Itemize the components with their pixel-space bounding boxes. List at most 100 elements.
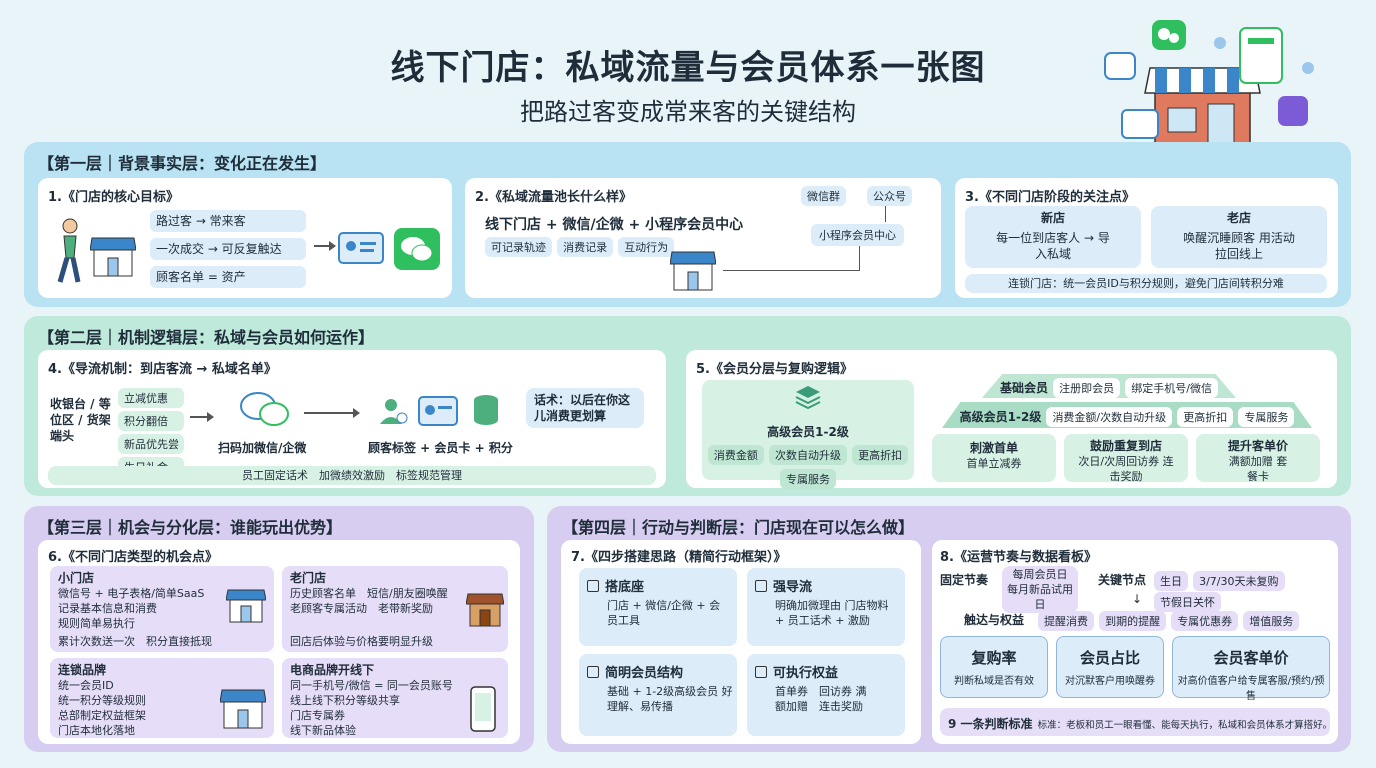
pool-tag: 互动行为	[618, 237, 675, 257]
premium-tag: 专属服务	[780, 469, 836, 489]
strategy-col: 刺激首单 首单立减券	[932, 434, 1056, 482]
reach-tag: 提醒消费	[1038, 611, 1094, 631]
old-store-type-box: 老门店 历史顾客名单 短信/朋友圈唤醒 老顾客专属活动 老带新奖励 回店后体验与…	[282, 566, 508, 652]
rhythm-label: 固定节奏	[940, 573, 989, 587]
pool-main-text: 线下门店 + 微信/企微 + 小程序会员中心	[485, 217, 744, 233]
small-store-title: 小门店	[58, 571, 95, 585]
step-box: 搭底座 门店 + 微信/企微 + 会员工具	[579, 568, 737, 646]
arrow-icon	[314, 241, 336, 251]
card-store-types: 6.《不同门店类型的机会点》 小门店 微信号 + 电子表格/简单SaaS 记录基…	[38, 540, 520, 744]
old-shop-icon	[465, 592, 505, 632]
step-title: 强导流	[773, 580, 813, 595]
scan-text: 扫码加微信/企微	[218, 441, 307, 455]
ecom-brand-title: 电商品牌开线下	[290, 663, 375, 677]
card-private-pool: 2.《私域流量池长什么样》 线下门店 + 微信/企微 + 小程序会员中心 可记录…	[465, 178, 941, 298]
key-node-tag: 生日	[1154, 571, 1188, 591]
small-store-lines: 微信号 + 电子表格/简单SaaS 记录基本信息和消费 规则简单易执行	[58, 586, 208, 631]
wechat-icon	[394, 228, 440, 274]
kpi-box: 复购率 判断私域是否有效	[940, 636, 1048, 698]
chain-brand-line: 总部制定权益框架	[58, 709, 146, 722]
strategy-text: 满额加赠 套餐卡	[1228, 455, 1288, 483]
strategy-title: 刺激首单	[969, 441, 1018, 455]
old-store-type-foot: 回店后体验与价格要明显升级	[290, 635, 433, 648]
premium-tag: 更高折扣	[852, 445, 909, 465]
step-title: 可执行权益	[773, 666, 839, 681]
chat-bubbles-icon	[238, 390, 292, 434]
old-store-type-title: 老门店	[290, 571, 327, 585]
incentive-tag: 积分翻倍	[118, 411, 184, 431]
connector-line	[885, 206, 886, 222]
ecom-brand-box: 电商品牌开线下 同一手机号/微信 = 同一会员账号 线上线下积分等级共享 门店专…	[282, 658, 508, 738]
database-icon	[472, 394, 500, 430]
chain-brand-box: 连锁品牌 统一会员ID 统一积分等级规则 总部制定权益框架 门店本地化落地	[50, 658, 274, 738]
incentive-tag: 立减优惠	[118, 388, 184, 408]
rhythm-tags: 每周会员日 每月新品试用日	[1002, 566, 1078, 613]
kpi-title: 会员占比	[1079, 649, 1140, 667]
base-tier: 基础会员 注册即会员 绑定手机号/微信	[982, 374, 1236, 398]
pool-right-tag: 小程序会员中心	[811, 224, 904, 246]
pool-tag: 可记录轨迹	[485, 237, 552, 257]
card-ops-dashboard: 8.《运营节奏与数据看板》 固定节奏 每周会员日 每月新品试用日 关键节点 生日…	[932, 540, 1338, 744]
card7-title: 7.《四步搭建思路（精简行动框架）》	[571, 550, 787, 565]
ecom-brand-line: 门店专属券	[290, 709, 345, 722]
step-box: 可执行权益 首单券 回访券 满额加赠 连击奖励	[747, 654, 905, 736]
touchpoint-text: 收银台 / 等位区 / 货架端头	[50, 397, 111, 443]
ecom-brand-line: 同一手机号/微信 = 同一会员账号	[290, 679, 453, 692]
goal-item: 一次成交 → 可反复触达	[150, 238, 306, 260]
small-store-foot: 累计次数送一次 积分直接抵现	[58, 635, 212, 648]
reach-tags: 提醒消费 到期的提醒 专属优惠券 增值服务	[1038, 610, 1300, 631]
card6-title: 6.《不同门店类型的机会点》	[48, 550, 218, 565]
kpi-box: 会员客单价 对高价值客户给专属客服/预约/预售	[1172, 636, 1330, 702]
premium-title: 高级会员1-2级	[767, 425, 849, 439]
incentive-tags: 立减优惠 积分翻倍 新品优先尝 生日礼金	[118, 388, 184, 477]
rhythm-tag: 每周会员日	[1012, 568, 1068, 581]
step-box: 简明会员结构 基础 + 1-2级高级会员 好理解、易传播	[579, 654, 737, 736]
strategy-title: 鼓励重复到店	[1089, 439, 1162, 453]
step-title: 搭底座	[605, 580, 645, 595]
strategy-col: 提升客单价 满额加赠 套餐卡	[1196, 434, 1320, 483]
old-store-text: 唤醒沉睡顾客 用活动拉回线上	[1183, 231, 1295, 261]
checkbox-icon	[755, 580, 767, 592]
layer2-title: 【第二层｜机制逻辑层：私域与会员如何运作】	[38, 328, 375, 347]
key-node-tags: 生日 3/7/30天未复购 节假日关怀	[1154, 570, 1338, 612]
old-store-type-lines: 历史顾客名单 短信/朋友圈唤醒 老顾客专属活动 老带新奖励	[290, 586, 462, 616]
mid-tier-tag: 消费金额/次数自动升级	[1046, 407, 1173, 427]
chain-brand-line: 统一会员ID	[58, 679, 114, 692]
goal-item: 顾客名单 = 资产	[150, 266, 306, 288]
card-core-goal: 1.《门店的核心目标》 路过客 → 常来客 一次成交 → 可反复触达 顾客名单 …	[38, 178, 452, 298]
ecom-brand-line: 线下新品体验	[290, 724, 356, 737]
shop-icon	[669, 250, 717, 296]
pool-tag: 消费记录	[557, 237, 614, 257]
judgement-title: 9 一条判断标准	[948, 717, 1033, 731]
incentive-tag: 新品优先尝	[118, 434, 184, 454]
strategy-col: 鼓励重复到店 次日/次周回访券 连击奖励	[1064, 434, 1188, 483]
card-four-steps: 7.《四步搭建思路（精简行动框架）》 搭底座 门店 + 微信/企微 + 会员工具…	[561, 540, 921, 744]
mid-tier-label: 高级会员1-2级	[959, 410, 1042, 424]
chain-brand-title: 连锁品牌	[58, 663, 107, 677]
kpi-box: 会员占比 对沉默客户用唤醒券	[1056, 636, 1164, 698]
shop-icon	[225, 588, 267, 628]
judgement-text: 标准：老板和员工一眼看懂、能每天执行，私域和会员体系才算搭好。	[1037, 720, 1330, 731]
pool-tags: 可记录轨迹 消费记录 互动行为	[485, 236, 675, 257]
member-card-icon	[338, 232, 384, 268]
premium-tags: 消费金额 次数自动升级 更高折扣 专属服务	[706, 444, 910, 489]
layer4-title: 【第四层｜行动与判断层：门店现在可以怎么做】	[562, 518, 915, 537]
premium-box: 高级会员1-2级 消费金额 次数自动升级 更高折扣 专属服务	[702, 380, 914, 489]
card4-title: 4.《导流机制：到店客流 → 私域名单》	[48, 362, 277, 377]
card2-title: 2.《私域流量池长什么样》	[475, 190, 632, 205]
reach-tag: 到期的提醒	[1099, 611, 1167, 631]
step-text: 明确加微理由 门店物料 + 员工话术 + 激励	[775, 599, 889, 627]
chain-brand-line: 门店本地化落地	[58, 724, 135, 737]
chain-brand-line: 统一积分等级规则	[58, 694, 146, 707]
step-text: 基础 + 1-2级高级会员 好理解、易传播	[607, 685, 733, 713]
walking-person-icon	[50, 218, 86, 288]
step-text: 首单券 回访券 满额加赠 连击奖励	[775, 685, 867, 713]
key-node-tag: 3/7/30天未复购	[1193, 571, 1285, 591]
goal-item: 路过客 → 常来客	[150, 210, 306, 232]
mid-tier-tag: 更高折扣	[1177, 407, 1234, 427]
result-text: 顾客标签 + 会员卡 + 积分	[368, 441, 513, 455]
old-store-type-line: 历史顾客名单 短信/朋友圈唤醒	[290, 587, 448, 600]
page-title: 线下门店：私域流量与会员体系一张图	[390, 48, 986, 88]
small-store-box: 小门店 微信号 + 电子表格/简单SaaS 记录基本信息和消费 规则简单易执行 …	[50, 566, 274, 652]
key-nodes-label: 关键节点	[1098, 573, 1147, 587]
